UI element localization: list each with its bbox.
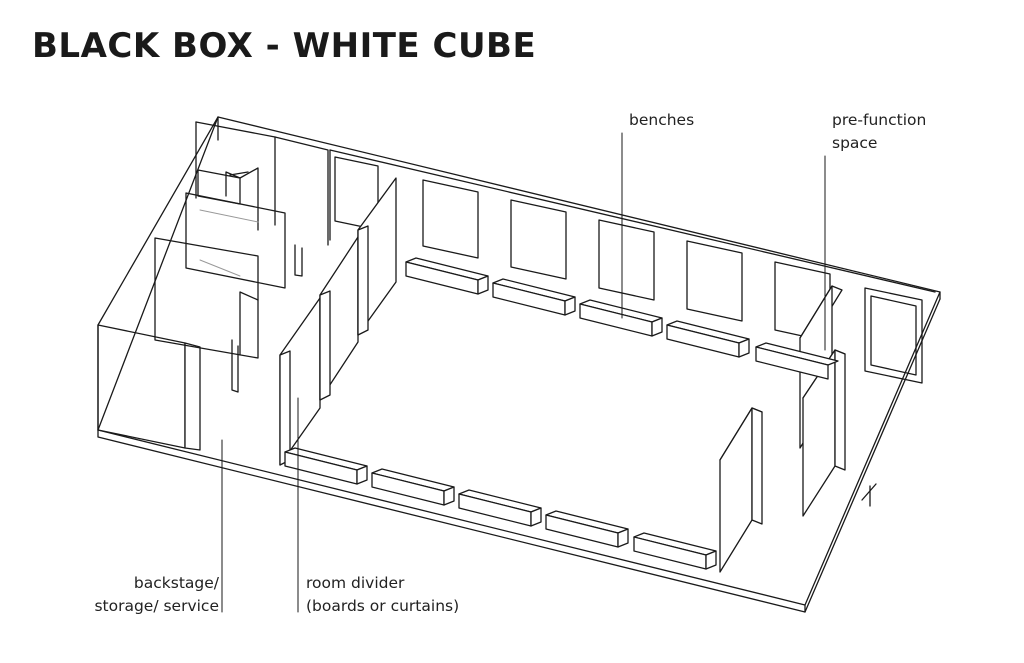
- benches-front-row: [284, 447, 717, 570]
- bench: [492, 278, 576, 316]
- label-benches: benches: [629, 109, 694, 132]
- pre-function-label-line1: pre-function: [832, 111, 927, 129]
- window: [686, 240, 743, 322]
- backstage-label-line2: storage/ service: [94, 597, 219, 615]
- benches-label-text: benches: [629, 111, 695, 129]
- bench: [579, 299, 663, 337]
- bench: [755, 342, 839, 380]
- window: [864, 287, 923, 384]
- window: [422, 179, 479, 259]
- room-divider-label-line2: (boards or curtains): [306, 597, 460, 615]
- bench: [666, 320, 750, 358]
- window: [598, 219, 655, 301]
- backstage-label-line1: backstage/: [133, 574, 219, 592]
- label-room-divider: room divider (boards or curtains): [306, 572, 459, 618]
- back-wall: [329, 149, 936, 293]
- pre-function-label-line2: space: [832, 134, 878, 152]
- diagram-title: BLACK BOX - WHITE CUBE: [32, 26, 537, 66]
- bench: [284, 447, 368, 485]
- room-divider-label-line1: room divider: [306, 574, 405, 592]
- bench: [458, 489, 542, 527]
- bench: [371, 468, 455, 506]
- label-pre-function-space: pre-function space: [832, 109, 926, 155]
- bench: [633, 532, 717, 570]
- room-divider-panels: [279, 177, 397, 466]
- label-backstage: backstage/ storage/ service: [94, 572, 219, 618]
- bench: [545, 510, 629, 548]
- window: [510, 199, 567, 280]
- leader-lines: [221, 132, 826, 613]
- backstage-rooms: [97, 116, 329, 451]
- benches-back-row: [405, 257, 839, 380]
- bench: [405, 257, 489, 295]
- room-divider-panels-right: [719, 285, 877, 573]
